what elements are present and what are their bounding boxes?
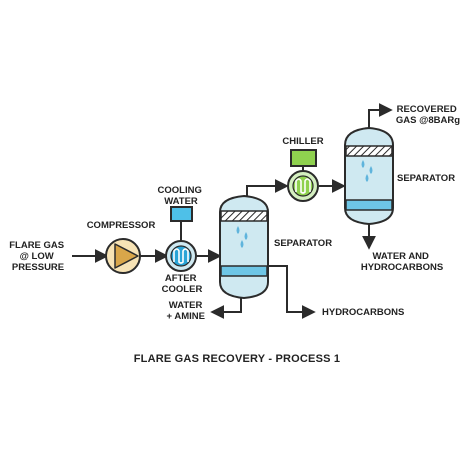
after-cooler-coil-icon (173, 248, 189, 264)
separator-1-demister (220, 210, 268, 222)
water-and-hydrocarbons-label: WATER AND HYDROCARBONS (361, 251, 443, 273)
diagram-title: FLARE GAS RECOVERY - PROCESS 1 (134, 353, 340, 365)
cooling-water-box (170, 206, 193, 222)
separator-1-liquid-band (220, 265, 268, 277)
chiller-box (290, 149, 317, 167)
chiller-exchanger-core (292, 175, 314, 197)
water-amine-outlet-pipe (210, 294, 242, 319)
separator-2-label: SEPARATOR (397, 173, 455, 184)
separator-2 (344, 126, 394, 226)
separator-2-demister (345, 145, 393, 157)
hydrocarbons-label: HYDROCARBONS (322, 307, 404, 318)
chiller-coil-icon (295, 178, 311, 194)
water-amine-label: WATER + AMINE (167, 300, 205, 322)
after-cooler (165, 240, 197, 272)
chiller-label: CHILLER (282, 136, 323, 147)
recovered-gas-label: RECOVERED GAS @8BARg (396, 104, 460, 126)
separator-2-liquid-band (345, 199, 393, 211)
recovered-gas-outlet-pipe (368, 103, 393, 130)
hydrocarbons-outlet-pipe (268, 265, 316, 319)
compressor (105, 238, 141, 274)
separator-1-droplets (236, 226, 248, 248)
chiller-exchanger (287, 170, 319, 202)
separator-2-droplets (361, 160, 373, 182)
after-cooler-core (170, 245, 192, 267)
separator-1 (219, 194, 269, 300)
compressor-label: COMPRESSOR (87, 220, 156, 231)
compressor-impeller-icon (114, 243, 139, 269)
after-cooler-label: AFTER COOLER (162, 273, 203, 295)
cooling-water-label: COOLING WATER (158, 185, 205, 207)
separator-1-label: SEPARATOR (274, 238, 332, 249)
flare-gas-label: FLARE GAS @ LOW PRESSURE (9, 240, 67, 273)
